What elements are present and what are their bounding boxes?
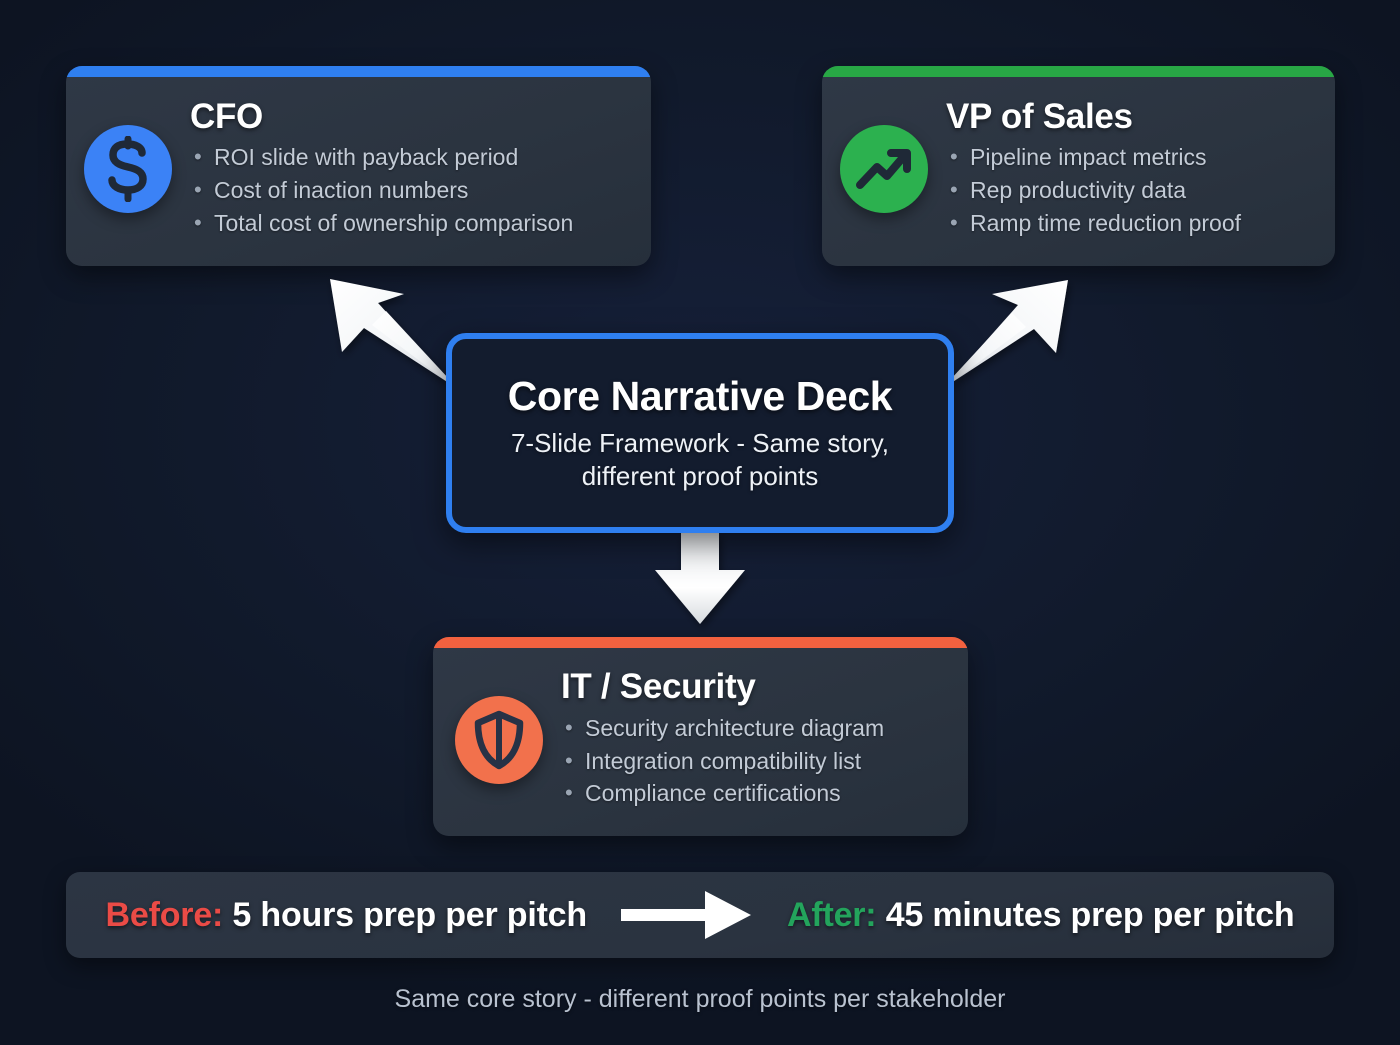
card-inner-cfo: CFO ROI slide with payback period Cost o… xyxy=(66,83,651,250)
core-node-subtitle: 7-Slide Framework - Same story, differen… xyxy=(510,427,890,491)
page-title: Core Narrative Deck xyxy=(507,372,893,419)
card-body-it: IT / Security Security architecture diag… xyxy=(561,667,950,810)
card-bullets-vp: Pipeline impact metrics Rep productivity… xyxy=(946,141,1317,239)
card-bullets-cfo: ROI slide with payback period Cost of in… xyxy=(190,141,633,239)
list-item: Security architecture diagram xyxy=(561,712,950,745)
card-title-cfo: CFO xyxy=(190,96,263,136)
card-inner-it: IT / Security Security architecture diag… xyxy=(433,653,968,820)
footer-caption: Same core story - different proof points… xyxy=(394,985,1006,1013)
right-arrow-icon xyxy=(620,891,751,939)
list-item: Integration compatibility list xyxy=(561,745,950,778)
list-item: Total cost of ownership comparison xyxy=(190,207,633,240)
after-value: 45 minutes prep per pitch xyxy=(885,895,1295,934)
stakeholder-card-vp-of-sales[interactable]: VP of Sales Pipeline impact metrics Rep … xyxy=(822,66,1335,266)
card-title-vp: VP of Sales xyxy=(946,96,1133,136)
arrow-core-to-it xyxy=(655,533,745,624)
before-after-comparison-bar: Before: 5 hours prep per pitch After: 45… xyxy=(66,872,1334,958)
list-item: Cost of inaction numbers xyxy=(190,174,633,207)
card-body-vp: VP of Sales Pipeline impact metrics Rep … xyxy=(946,96,1317,240)
list-item: ROI slide with payback period xyxy=(190,141,633,174)
card-body-cfo: CFO ROI slide with payback period Cost o… xyxy=(190,96,633,240)
card-bullets-it: Security architecture diagram Integratio… xyxy=(561,712,950,810)
stakeholder-card-cfo[interactable]: CFO ROI slide with payback period Cost o… xyxy=(66,66,651,266)
card-accent-bar-cfo xyxy=(66,66,651,77)
before-label: Before: xyxy=(105,895,224,934)
before-statement: Before: 5 hours prep per pitch xyxy=(105,895,588,935)
core-narrative-deck-node[interactable]: Core Narrative Deck 7-Slide Framework - … xyxy=(446,333,954,533)
list-item: Ramp time reduction proof xyxy=(946,207,1317,240)
card-inner-vp: VP of Sales Pipeline impact metrics Rep … xyxy=(822,83,1335,250)
card-accent-bar-it xyxy=(433,637,968,648)
after-statement: After: 45 minutes prep per pitch xyxy=(786,895,1295,935)
before-value: 5 hours prep per pitch xyxy=(232,895,587,934)
after-label: After: xyxy=(786,895,877,934)
trending-up-icon xyxy=(840,125,928,213)
list-item: Rep productivity data xyxy=(946,174,1317,207)
card-accent-bar-vp xyxy=(822,66,1335,77)
stakeholder-card-it-security[interactable]: IT / Security Security architecture diag… xyxy=(433,637,968,836)
shield-icon xyxy=(455,695,543,784)
list-item: Pipeline impact metrics xyxy=(946,141,1317,174)
list-item: Compliance certifications xyxy=(561,777,950,810)
card-title-it: IT / Security xyxy=(561,667,756,707)
dollar-sign-icon xyxy=(84,125,172,213)
